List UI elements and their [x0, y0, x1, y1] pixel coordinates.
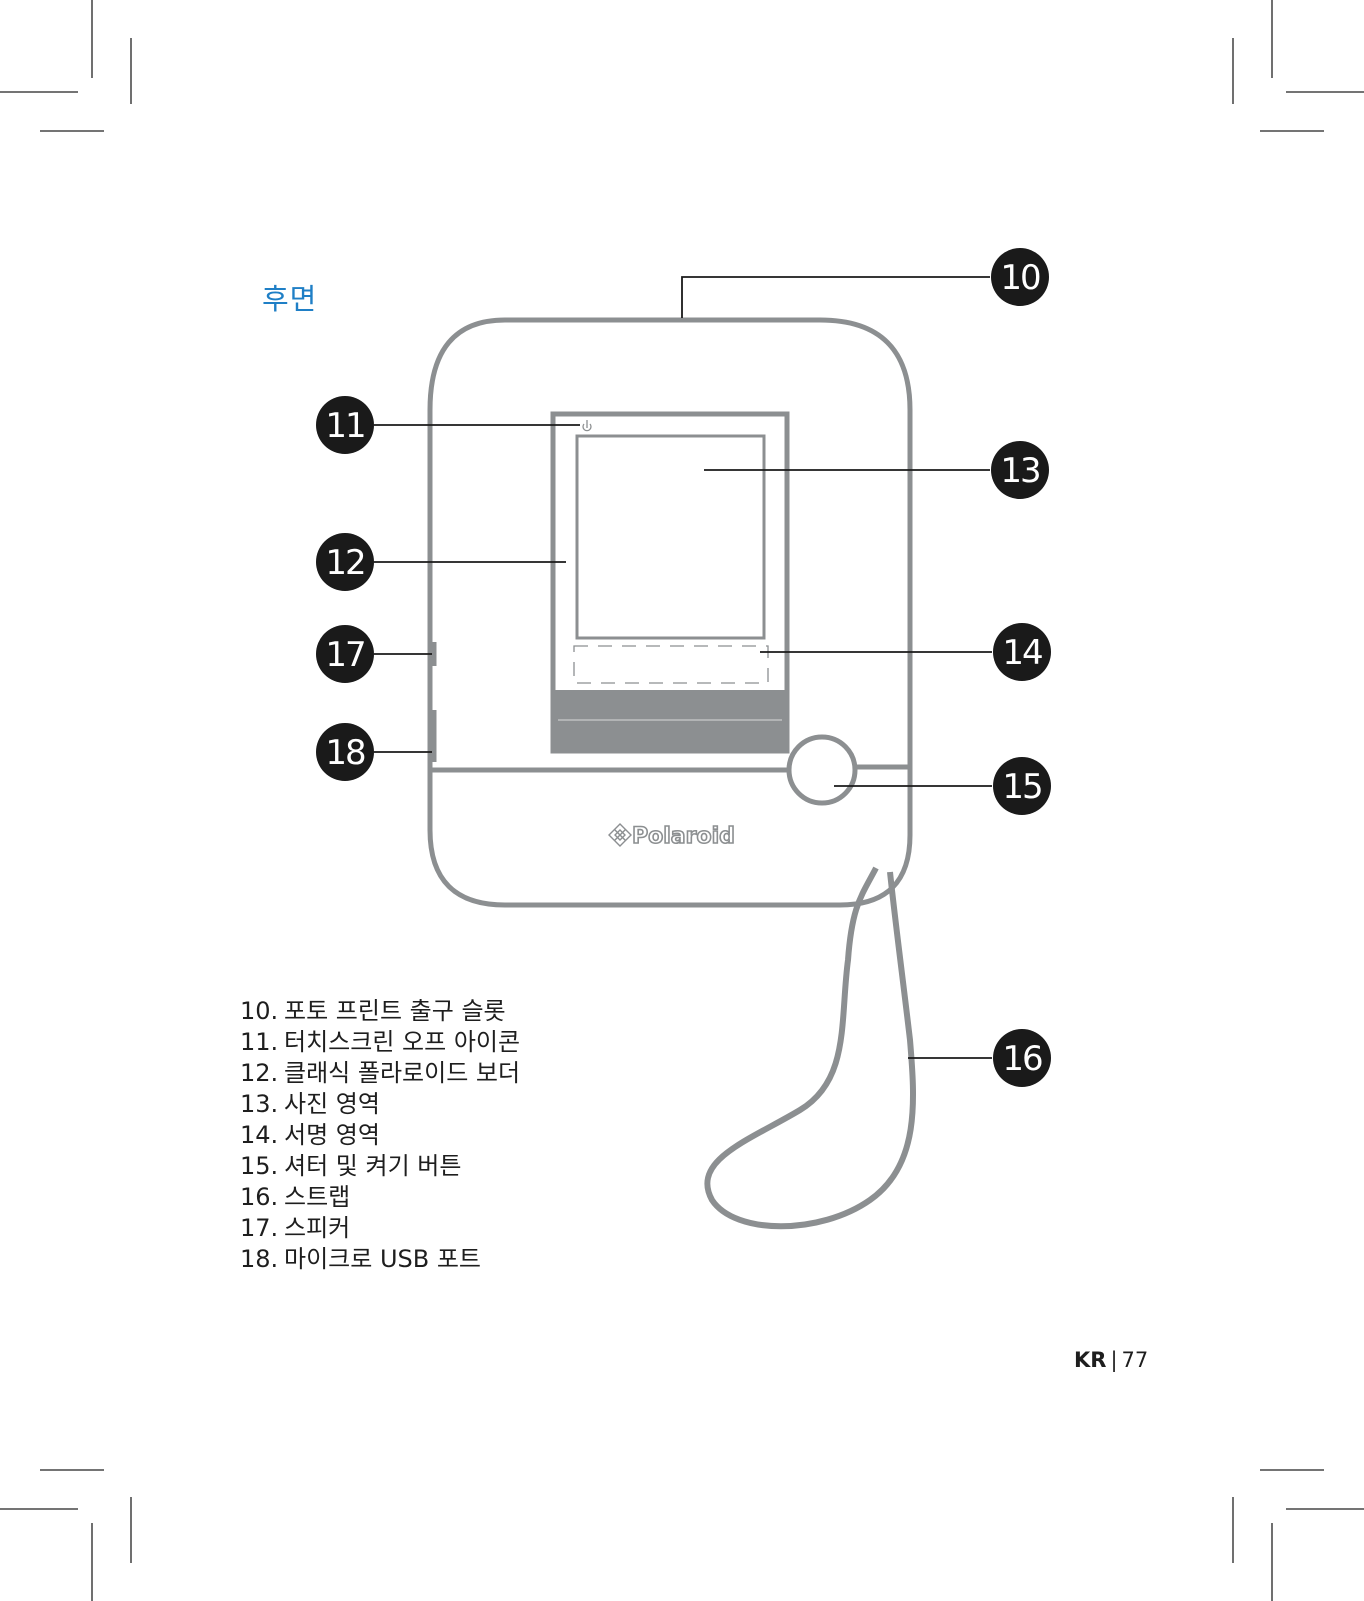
callout-14: 14	[993, 623, 1051, 681]
page-number: 77	[1121, 1348, 1149, 1372]
callout-15-number: 15	[1002, 767, 1041, 807]
legend-item: 14.서명 영역	[240, 1120, 520, 1151]
callout-16: 16	[993, 1029, 1051, 1087]
legend-item-number: 15.	[240, 1152, 279, 1180]
photo-area	[575, 434, 766, 640]
legend-item-label: 서명 영역	[284, 1121, 380, 1149]
legend-item-number: 12.	[240, 1059, 279, 1087]
legend-item-number: 18.	[240, 1245, 279, 1273]
legend-item: 17.스피커	[240, 1213, 520, 1244]
section-title: 후면	[262, 282, 318, 316]
callout-13: 13	[991, 441, 1049, 499]
callout-16-number: 16	[1002, 1039, 1042, 1079]
callout-11-number: 11	[325, 406, 364, 446]
legend-item-label: 클래식 폴라로이드 보더	[284, 1059, 521, 1087]
callout-10: 10	[991, 248, 1049, 306]
legend-item-label: 셔터 및 켜기 버튼	[284, 1152, 462, 1180]
legend-item-label: 터치스크린 오프 아이콘	[284, 1028, 521, 1056]
legend-item-number: 16.	[240, 1183, 279, 1211]
callout-13-number: 13	[1000, 451, 1039, 491]
legend-item: 11.터치스크린 오프 아이콘	[240, 1027, 520, 1058]
legend-item-label: 마이크로 USB 포트	[284, 1245, 482, 1273]
footer-separator: |	[1110, 1348, 1118, 1372]
legend-item: 12.클래식 폴라로이드 보더	[240, 1058, 520, 1089]
callout-14-number: 14	[1002, 633, 1042, 673]
legend-item-number: 10.	[240, 997, 279, 1025]
callout-12: 12	[316, 533, 374, 591]
legend-item-label: 스피커	[284, 1214, 351, 1242]
language-code: KR	[1074, 1348, 1107, 1372]
callout-18-number: 18	[325, 733, 365, 773]
brand-logo-text: Polaroid	[632, 824, 735, 849]
callout-12-number: 12	[325, 543, 364, 583]
legend-item-number: 13.	[240, 1090, 279, 1118]
legend-item: 18.마이크로 USB 포트	[240, 1244, 520, 1275]
callout-17: 17	[316, 625, 374, 683]
legend-item: 10.포토 프린트 출구 슬롯	[240, 996, 520, 1027]
power-icon	[582, 420, 592, 432]
callout-11: 11	[316, 396, 374, 454]
leader-lines	[374, 276, 992, 1059]
legend-item-label: 포토 프린트 출구 슬롯	[284, 997, 506, 1025]
callout-15: 15	[993, 757, 1051, 815]
callout-18: 18	[316, 723, 374, 781]
callout-17-number: 17	[325, 635, 364, 675]
callout-10-number: 10	[1000, 258, 1040, 298]
legend-item-label: 사진 영역	[284, 1090, 380, 1118]
shutter-power-button	[786, 734, 858, 806]
strap	[704, 866, 917, 1230]
legend-item-number: 17.	[240, 1214, 279, 1242]
legend-item-number: 14.	[240, 1121, 279, 1149]
legend-item-label: 스트랩	[284, 1183, 351, 1211]
parts-legend: 10.포토 프린트 출구 슬롯 11.터치스크린 오프 아이콘 12.클래식 폴…	[240, 996, 520, 1275]
classic-polaroid-border	[550, 411, 790, 754]
legend-item: 15.셔터 및 켜기 버튼	[240, 1151, 520, 1182]
legend-item: 16.스트랩	[240, 1182, 520, 1213]
page-footer: KR|77	[1074, 1348, 1148, 1372]
signature-area	[573, 645, 769, 684]
legend-item: 13.사진 영역	[240, 1089, 520, 1120]
polaroid-logo-icon: Polaroid	[608, 823, 736, 850]
device-body	[427, 317, 913, 908]
legend-item-number: 11.	[240, 1028, 279, 1056]
